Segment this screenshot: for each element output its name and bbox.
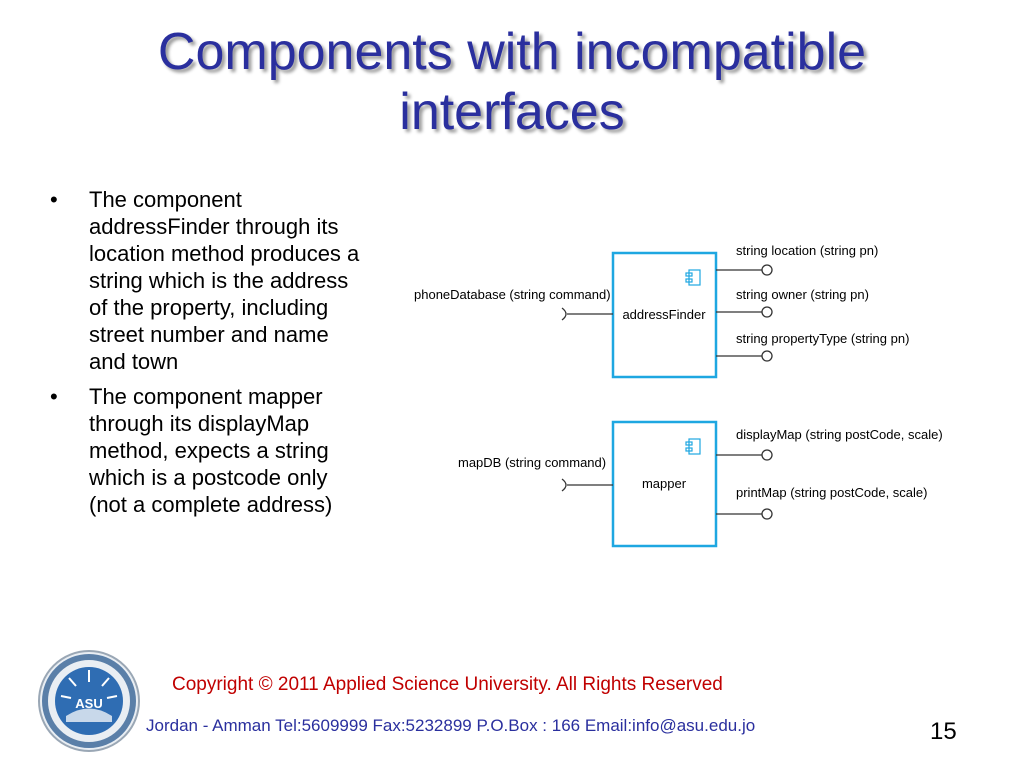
component-icon — [685, 269, 701, 286]
copyright-text: Copyright © 2011 Applied Science Univers… — [172, 674, 723, 695]
logo-text: ASU — [75, 696, 102, 711]
component-addressfinder: addressFinder phoneDatabase (string comm… — [414, 243, 909, 379]
university-logo: ASU — [38, 650, 140, 752]
provided-interface-label: printMap (string postCode, scale) — [736, 485, 927, 500]
required-interface-label: phoneDatabase (string command) — [414, 287, 611, 302]
provided-interface-label: string propertyType (string pn) — [736, 331, 909, 346]
bullet-list: • The component addressFinder through its… — [44, 186, 364, 526]
component-box — [611, 420, 718, 548]
provided-interface-label: displayMap (string postCode, scale) — [736, 427, 943, 442]
slide-title: Components with incompatible interfaces — [157, 23, 867, 141]
lollipop-icon — [761, 449, 773, 461]
lollipop-icon — [761, 264, 773, 276]
bullet-dot-icon: • — [50, 187, 58, 212]
provided-interface-label: string owner (string pn) — [736, 287, 869, 302]
component-name: addressFinder — [622, 307, 706, 322]
bullet-item: • The component addressFinder through its… — [44, 186, 364, 375]
required-interface-label: mapDB (string command) — [458, 455, 606, 470]
component-icon — [685, 438, 701, 455]
bullet-text: The component addressFinder through its … — [89, 187, 360, 374]
lollipop-icon — [761, 306, 773, 318]
component-mapper: mapper mapDB (string command) displayMap… — [458, 420, 943, 548]
socket-icon — [561, 478, 567, 492]
component-box — [611, 251, 718, 379]
lollipop-icon — [761, 350, 773, 362]
bullet-item: • The component mapper through its displa… — [44, 383, 364, 518]
provided-interface-label: string location (string pn) — [736, 243, 878, 258]
socket-icon — [561, 307, 567, 321]
bullet-dot-icon: • — [50, 384, 58, 409]
lollipop-icon — [761, 508, 773, 520]
contact-address: Jordan - Amman Tel:5609999 Fax:5232899 P… — [146, 716, 756, 735]
page-number: 15 — [930, 718, 957, 745]
bullet-text: The component mapper through its display… — [89, 384, 333, 517]
component-name: mapper — [642, 476, 687, 491]
